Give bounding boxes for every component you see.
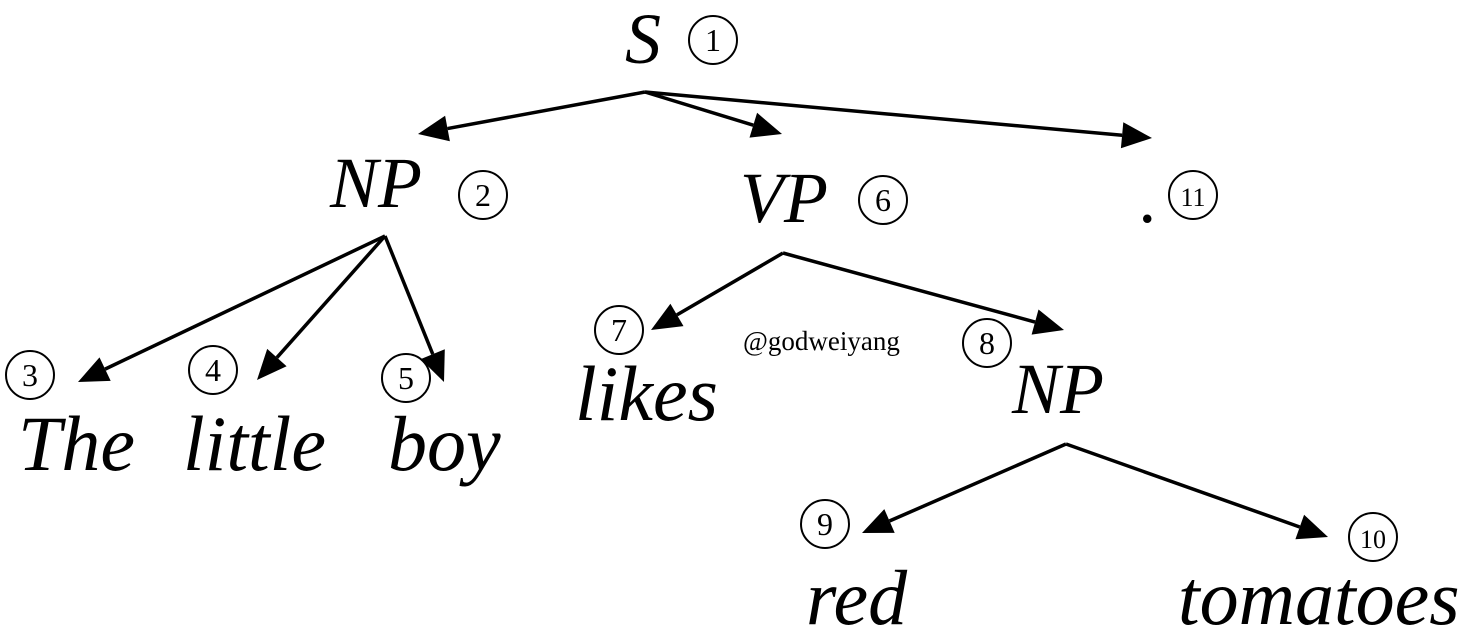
arrowhead-icon: [862, 509, 895, 533]
arrowhead-icon: [257, 348, 287, 380]
node-label: boy: [388, 400, 501, 487]
node-label: The: [18, 400, 135, 487]
tree-node-n4: little 4: [183, 345, 326, 487]
tree-node-n3: The 3: [5, 350, 135, 487]
node-label: tomatoes: [1178, 554, 1460, 633]
edge-n1-n6: [644, 90, 782, 138]
tree-node-n8: NP 8: [962, 318, 1104, 429]
node-label: .: [1140, 158, 1158, 238]
node-number: 6: [875, 182, 891, 218]
tree-node-n6: VP 6: [740, 158, 908, 238]
node-number-circle: [381, 353, 431, 403]
node-number: 5: [398, 360, 414, 396]
watermark-text: @godweiyang: [743, 326, 900, 356]
arrowhead-icon: [1295, 514, 1328, 540]
edge-line: [383, 235, 435, 355]
node-label: NP: [329, 143, 422, 223]
node-label: likes: [575, 350, 718, 437]
node-number: 11: [1180, 183, 1205, 212]
tree-node-n11: . 11: [1140, 158, 1218, 238]
arrowhead-icon: [749, 112, 782, 138]
arrowhead-icon: [1120, 122, 1152, 149]
edge-n6-n8: [782, 251, 1064, 335]
node-number-circle: [458, 170, 508, 220]
edge-n8-n9: [862, 442, 1067, 533]
node-label: NP: [1011, 349, 1104, 429]
node-label: red: [806, 554, 908, 633]
edge-n8-n10: [1065, 442, 1328, 540]
edge-line: [676, 251, 784, 317]
edge-line: [782, 251, 1036, 324]
node-number: 4: [205, 352, 221, 388]
arrowhead-icon: [1031, 309, 1064, 335]
node-number-circle: [1348, 512, 1398, 562]
node-number-circle: [1168, 170, 1218, 220]
edges-layer: [78, 90, 1328, 540]
node-number-circle: [962, 318, 1012, 368]
edge-line: [644, 90, 754, 127]
arrowhead-icon: [418, 115, 450, 142]
node-number: 1: [705, 22, 721, 58]
node-number: 10: [1360, 525, 1386, 554]
edge-line: [644, 90, 1123, 138]
node-number-circle: [5, 350, 55, 400]
node-number: 9: [817, 506, 833, 542]
tree-node-n5: boy 5: [381, 353, 501, 487]
edge-n2-n3: [78, 234, 386, 382]
edge-n2-n5: [383, 235, 445, 382]
node-number-circle: [594, 305, 644, 355]
edge-n2-n4: [257, 234, 387, 380]
tree-node-n9: red 9: [800, 499, 908, 633]
node-label: S: [625, 0, 661, 79]
tree-node-n2: NP 2: [329, 143, 508, 223]
node-label: little: [183, 400, 326, 487]
edge-n1-n2: [418, 90, 646, 142]
node-number: 7: [611, 312, 627, 348]
edge-line: [275, 234, 387, 359]
node-number: 3: [22, 357, 38, 393]
edge-n1-n11: [644, 90, 1152, 149]
node-number-circle: [688, 15, 738, 65]
node-label: VP: [740, 158, 828, 238]
edge-line: [447, 90, 646, 131]
arrowhead-icon: [420, 349, 445, 382]
edge-n6-n7: [651, 251, 784, 330]
node-number-circle: [188, 345, 238, 395]
edge-line: [1065, 442, 1301, 529]
node-number-circle: [800, 499, 850, 549]
edge-line: [888, 442, 1067, 523]
edge-line: [104, 234, 386, 371]
arrowhead-icon: [78, 357, 111, 382]
node-number-circle: [858, 175, 908, 225]
node-number: 8: [979, 325, 995, 361]
arrowhead-icon: [651, 303, 684, 330]
node-number: 2: [475, 177, 491, 213]
